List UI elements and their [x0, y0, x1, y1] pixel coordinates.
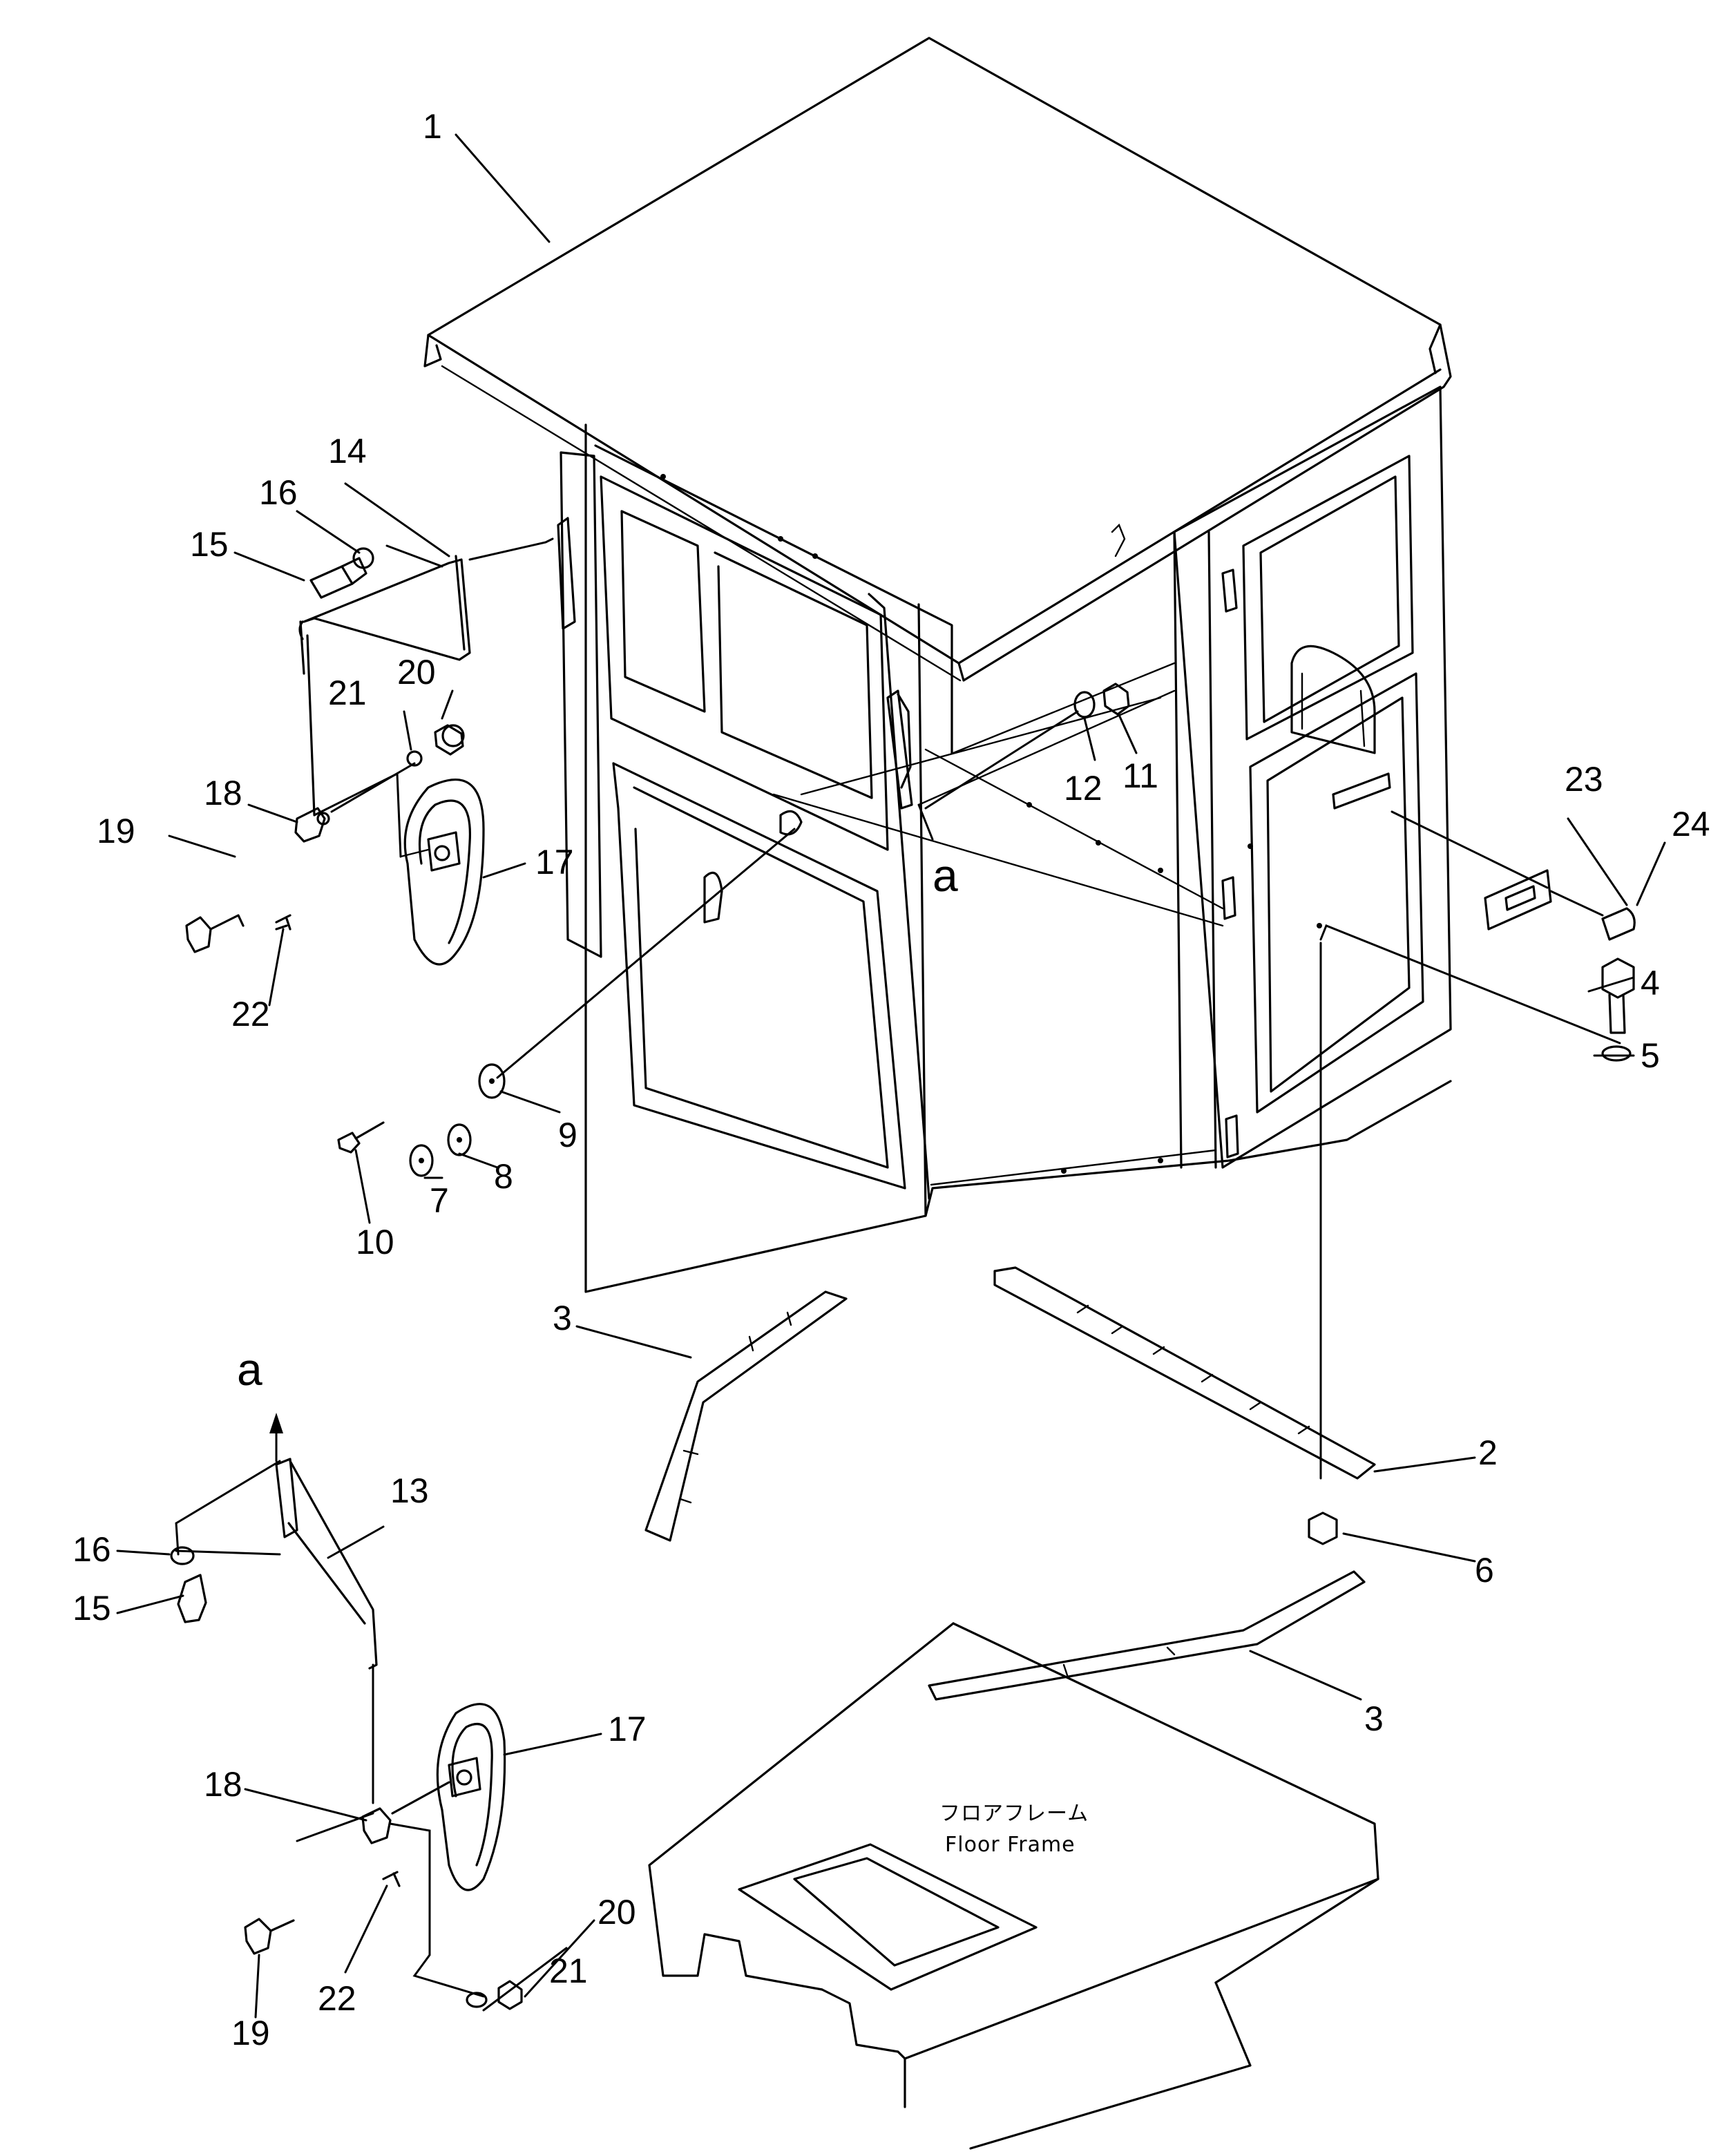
roof-panel — [423, 37, 1452, 682]
callout-20-lower: 20 — [598, 1893, 636, 1931]
callout-2: 2 — [1478, 1433, 1498, 1472]
front-seal — [993, 1266, 1376, 1480]
callout-24: 24 — [1672, 805, 1710, 843]
callout-21-lower: 21 — [549, 1952, 588, 1990]
callout-leaders — [116, 133, 1666, 2019]
callout-9: 9 — [558, 1116, 577, 1154]
callout-19-lower: 19 — [231, 2014, 270, 2052]
callout-3-left-seal: 3 — [553, 1299, 572, 1337]
callout-21-upper: 21 — [328, 674, 367, 712]
callout-14: 14 — [328, 432, 367, 470]
callout-16-upper: 16 — [259, 473, 298, 512]
callout-18-lower: 18 — [204, 1765, 242, 1804]
floor-frame-label-jp: フロアフレーム — [939, 1802, 1089, 1826]
callout-13: 13 — [390, 1471, 429, 1510]
rear-seal — [928, 1570, 1366, 1701]
callout-20-upper: 20 — [397, 653, 436, 691]
callout-17-lower: 17 — [608, 1710, 647, 1748]
cab-mount-bolt — [1308, 924, 1635, 1545]
callout-23: 23 — [1565, 760, 1603, 799]
callout-11: 11 — [1122, 756, 1158, 795]
callout-22-upper: 22 — [231, 995, 270, 1033]
floor-frame — [648, 1622, 1379, 2150]
callout-16-lower: 16 — [73, 1530, 111, 1569]
callout-7: 7 — [430, 1181, 449, 1220]
cab-frame — [557, 385, 1452, 1293]
upper-left-fasteners — [309, 547, 465, 767]
upper-mirror-assembly — [185, 762, 485, 966]
callout-6: 6 — [1475, 1551, 1494, 1590]
callout-18-upper: 18 — [204, 774, 242, 812]
door-striker-plate — [1391, 810, 1636, 941]
callout-4: 4 — [1641, 964, 1660, 1002]
callout-22-lower: 22 — [318, 1979, 356, 2018]
upper-mirror-bracket — [298, 537, 554, 817]
lower-mirror-assembly — [170, 1413, 523, 2010]
callout-3-rear-seal: 3 — [1364, 1699, 1384, 1738]
floor-frame-label-en: Floor Frame — [945, 1833, 1076, 1857]
left-side-seal — [644, 1290, 848, 1542]
mirror-mount-washers — [337, 828, 796, 1177]
cab-nut-washer — [924, 683, 1130, 810]
callout-15-lower: 15 — [73, 1589, 111, 1628]
upper-link-a — [886, 689, 934, 841]
callout-15-upper: 15 — [190, 525, 229, 564]
callout-1: 1 — [423, 107, 442, 146]
callout-19-upper: 19 — [97, 812, 135, 850]
callout-5: 5 — [1641, 1036, 1660, 1075]
reference-mark-a-cab: a — [933, 850, 958, 901]
callout-8: 8 — [494, 1157, 513, 1196]
callout-12: 12 — [1064, 769, 1102, 808]
callout-10: 10 — [356, 1223, 394, 1261]
callout-17-upper: 17 — [535, 843, 574, 881]
reference-mark-a-mirror: a — [237, 1344, 262, 1395]
